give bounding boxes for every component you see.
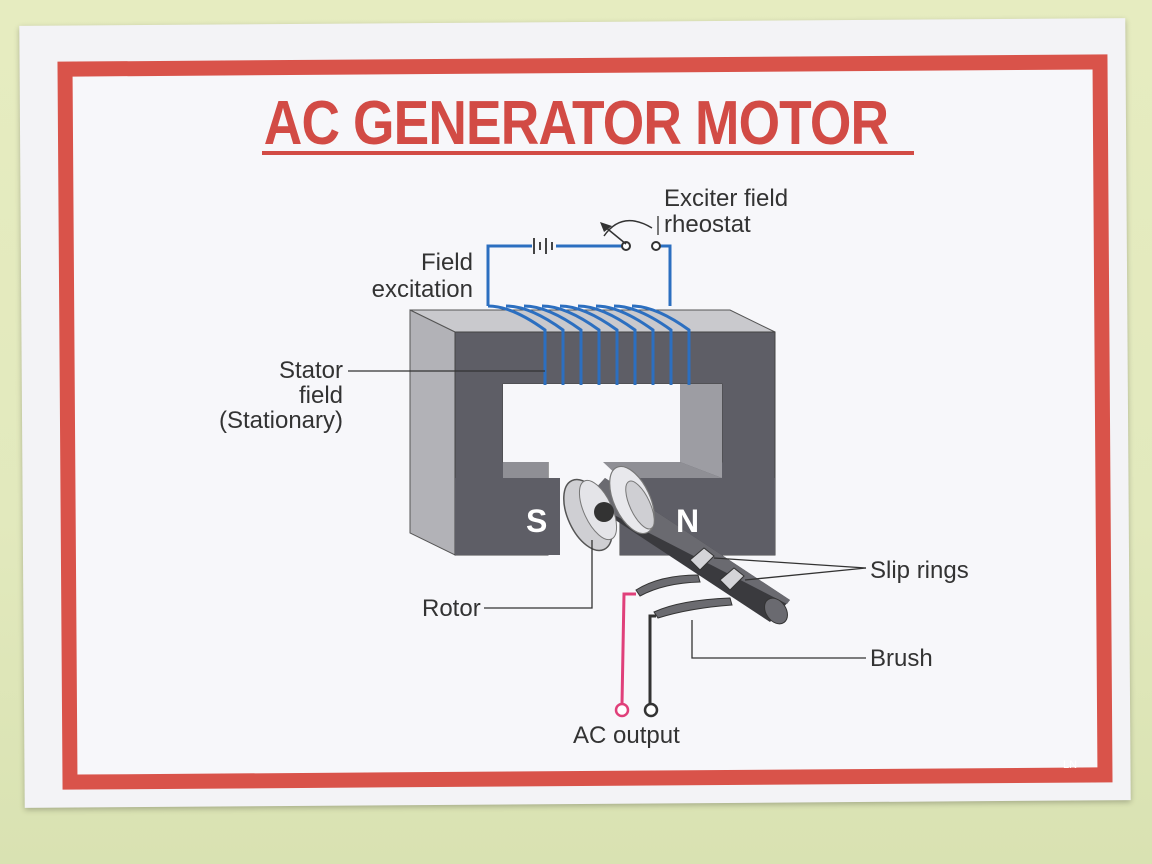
label-slip-rings: Slip rings [870,557,969,584]
output-terminal-negative [643,702,659,718]
field-coil [487,304,691,385]
label-field-line1: Field [421,249,473,276]
poster-title: AC GENERATOR MOTOR [263,89,889,158]
label-stator-line1: Stator [279,357,343,384]
label-rotor: Rotor [422,595,481,622]
label-exciter-line2: rheostat [664,211,751,238]
pole-north-label: N [676,503,699,539]
rheostat-icon [600,219,661,251]
output-wire-negative [648,614,656,704]
brush-contacts [635,574,733,619]
stator-core [409,309,776,556]
label-stator-line2: field [299,382,343,409]
excitation-circuit [486,244,672,306]
label-ac-output: AC output [573,722,680,749]
rotor-assembly [563,465,790,625]
output-wire-positive [620,592,636,705]
label-brush: Brush [870,645,933,672]
leader-lines [348,216,867,659]
label-field-line2: excitation [372,276,473,303]
title-underline [262,151,914,155]
corner-mark: LN [1063,759,1077,771]
label-exciter-line1: Exciter field [664,185,788,212]
pole-south-label: S [526,503,547,539]
output-terminal-positive [614,702,630,718]
label-stator-line3: (Stationary) [219,407,343,434]
battery-icon [533,238,553,254]
